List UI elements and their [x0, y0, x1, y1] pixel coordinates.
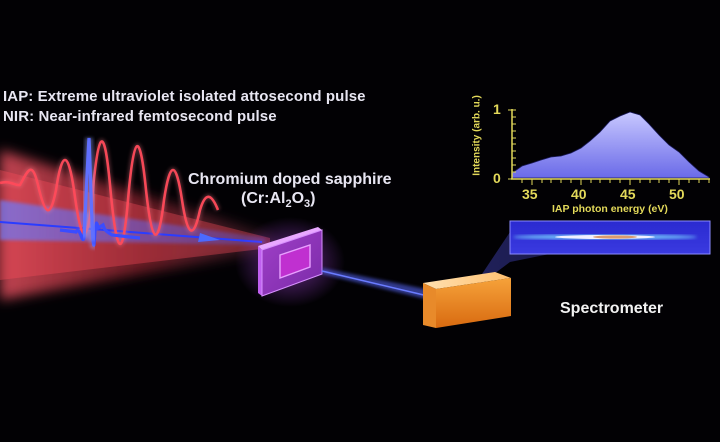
spectrum-area — [511, 111, 710, 179]
x-tick-35: 35 — [522, 186, 538, 202]
legend-iap: IAP: Extreme ultraviolet isolated attose… — [3, 88, 366, 105]
iap-beam — [0, 200, 265, 245]
arrow-head-icon — [198, 233, 220, 242]
formula-prefix: (Cr:Al — [241, 190, 286, 207]
legend-nir: NIR: Near-infrared femtosecond pulse — [3, 108, 277, 125]
spectrum-chart — [508, 109, 710, 185]
spectrometer-block — [423, 272, 511, 328]
x-tick-40: 40 — [571, 186, 587, 202]
transmitted-beam — [321, 268, 430, 300]
x-axis-label: IAP photon energy (eV) — [552, 203, 668, 215]
y-tick-1: 1 — [493, 101, 501, 117]
x-tick-45: 45 — [620, 186, 636, 202]
formula-suffix: ) — [310, 190, 316, 207]
formula-oxygen: O — [291, 190, 305, 207]
spectrometer-label: Spectrometer — [560, 300, 664, 317]
formula-sub-o: 3 — [304, 198, 311, 211]
y-tick-0: 0 — [493, 170, 501, 186]
crystal-formula: (Cr:Al2O3) — [241, 190, 315, 210]
formula-sub-al: 2 — [285, 198, 292, 211]
crystal-title: Chromium doped sapphire — [188, 171, 392, 188]
ccd-spectrum-image — [509, 220, 711, 255]
y-axis-label: Intensity (arb. u.) — [471, 95, 483, 176]
x-tick-50: 50 — [669, 186, 685, 202]
chromium-sapphire-crystal — [258, 227, 323, 297]
